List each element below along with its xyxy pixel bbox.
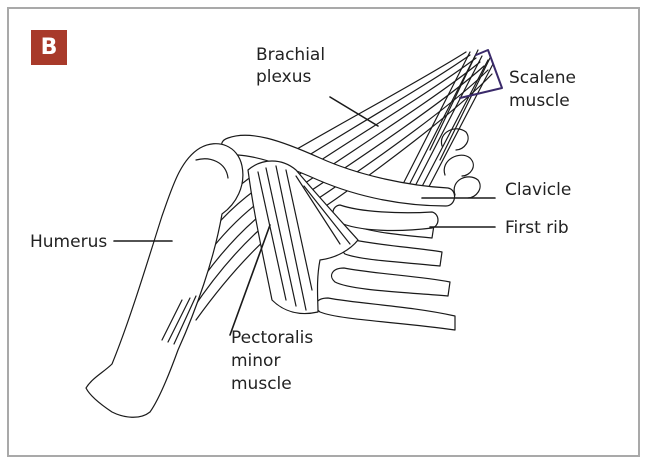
label-first-rib: First rib (505, 218, 569, 238)
label-scalene-1: Scalene (509, 68, 576, 88)
brachial-leader (330, 97, 378, 126)
scalene-muscle (400, 50, 493, 200)
pectoralis-leader (230, 225, 270, 335)
first-rib-bone (333, 205, 438, 230)
label-pectoralis-3: muscle (231, 374, 292, 394)
label-brachial-2: plexus (256, 67, 312, 87)
label-scalene-2: muscle (509, 91, 570, 111)
humerus-bone (86, 144, 243, 418)
label-brachial-1: Brachial (256, 45, 325, 65)
label-pectoralis-2: minor (231, 351, 280, 371)
label-clavicle: Clavicle (505, 180, 571, 200)
label-pectoralis-1: Pectoralis (231, 328, 313, 348)
label-humerus: Humerus (30, 232, 107, 252)
